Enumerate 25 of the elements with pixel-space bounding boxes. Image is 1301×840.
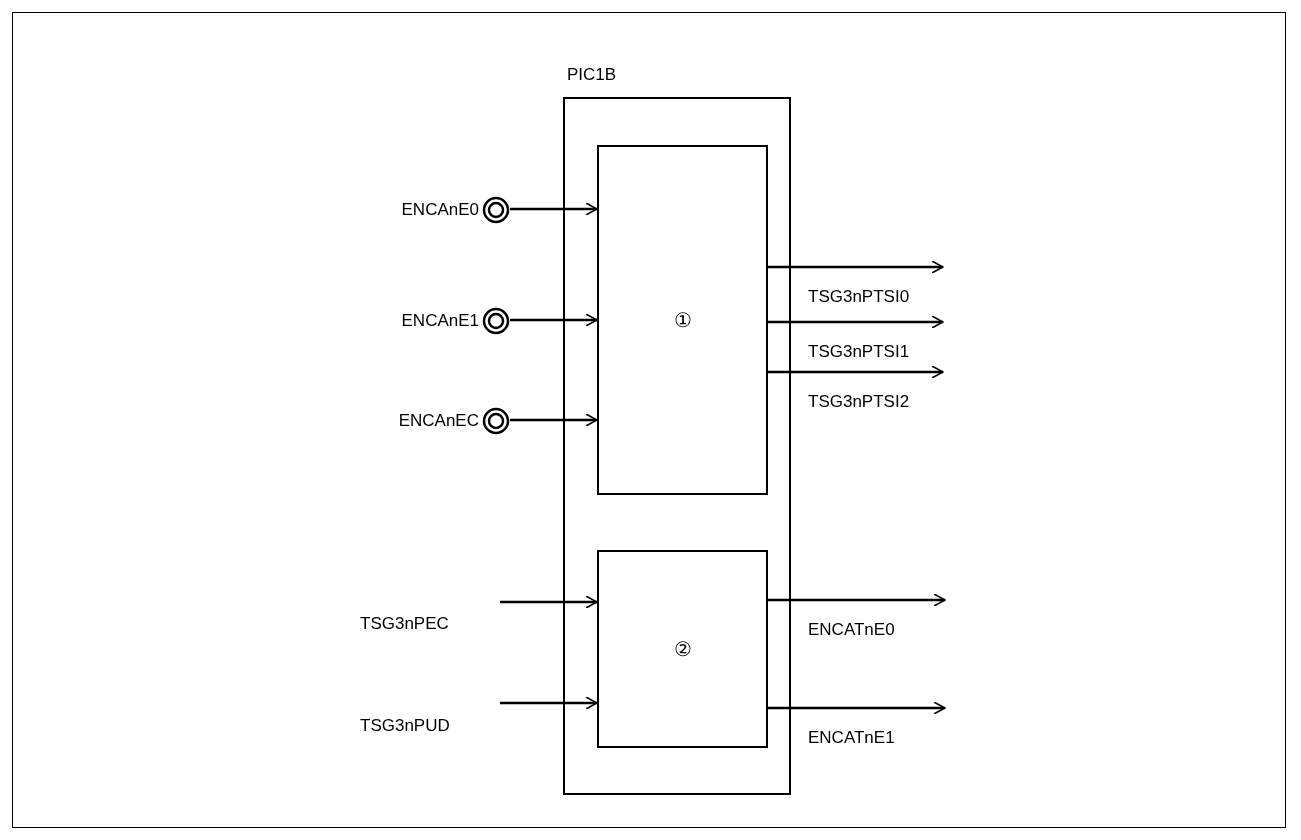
arrow — [768, 593, 946, 607]
pin-label: ENCAnEC — [398, 411, 479, 431]
signal-label: TSG3nPEC — [360, 614, 449, 634]
signal-label: TSG3nPTSI0 — [808, 287, 910, 307]
arrow — [768, 315, 944, 329]
module-name: PIC1B — [567, 65, 617, 85]
function-box — [597, 550, 768, 748]
pin-label: ENCAnE1 — [401, 311, 479, 331]
signal-label: TSG3nPTSI1 — [808, 342, 910, 362]
arrow — [510, 413, 598, 427]
signal-label: TSG3nPTSI2 — [808, 392, 910, 412]
signal-label: ENCATnE1 — [808, 728, 895, 748]
arrow — [768, 701, 946, 715]
arrow — [500, 595, 598, 609]
function-number: ① — [673, 308, 692, 332]
pin-label: ENCAnE0 — [401, 200, 479, 220]
function-number: ② — [673, 637, 692, 661]
signal-label: ENCATnE0 — [808, 620, 895, 640]
arrow — [768, 365, 944, 379]
arrow — [510, 202, 598, 216]
function-box — [597, 145, 768, 495]
signal-label: TSG3nPUD — [360, 716, 450, 736]
arrow — [510, 313, 598, 327]
arrow — [500, 696, 598, 710]
arrow — [768, 260, 944, 274]
